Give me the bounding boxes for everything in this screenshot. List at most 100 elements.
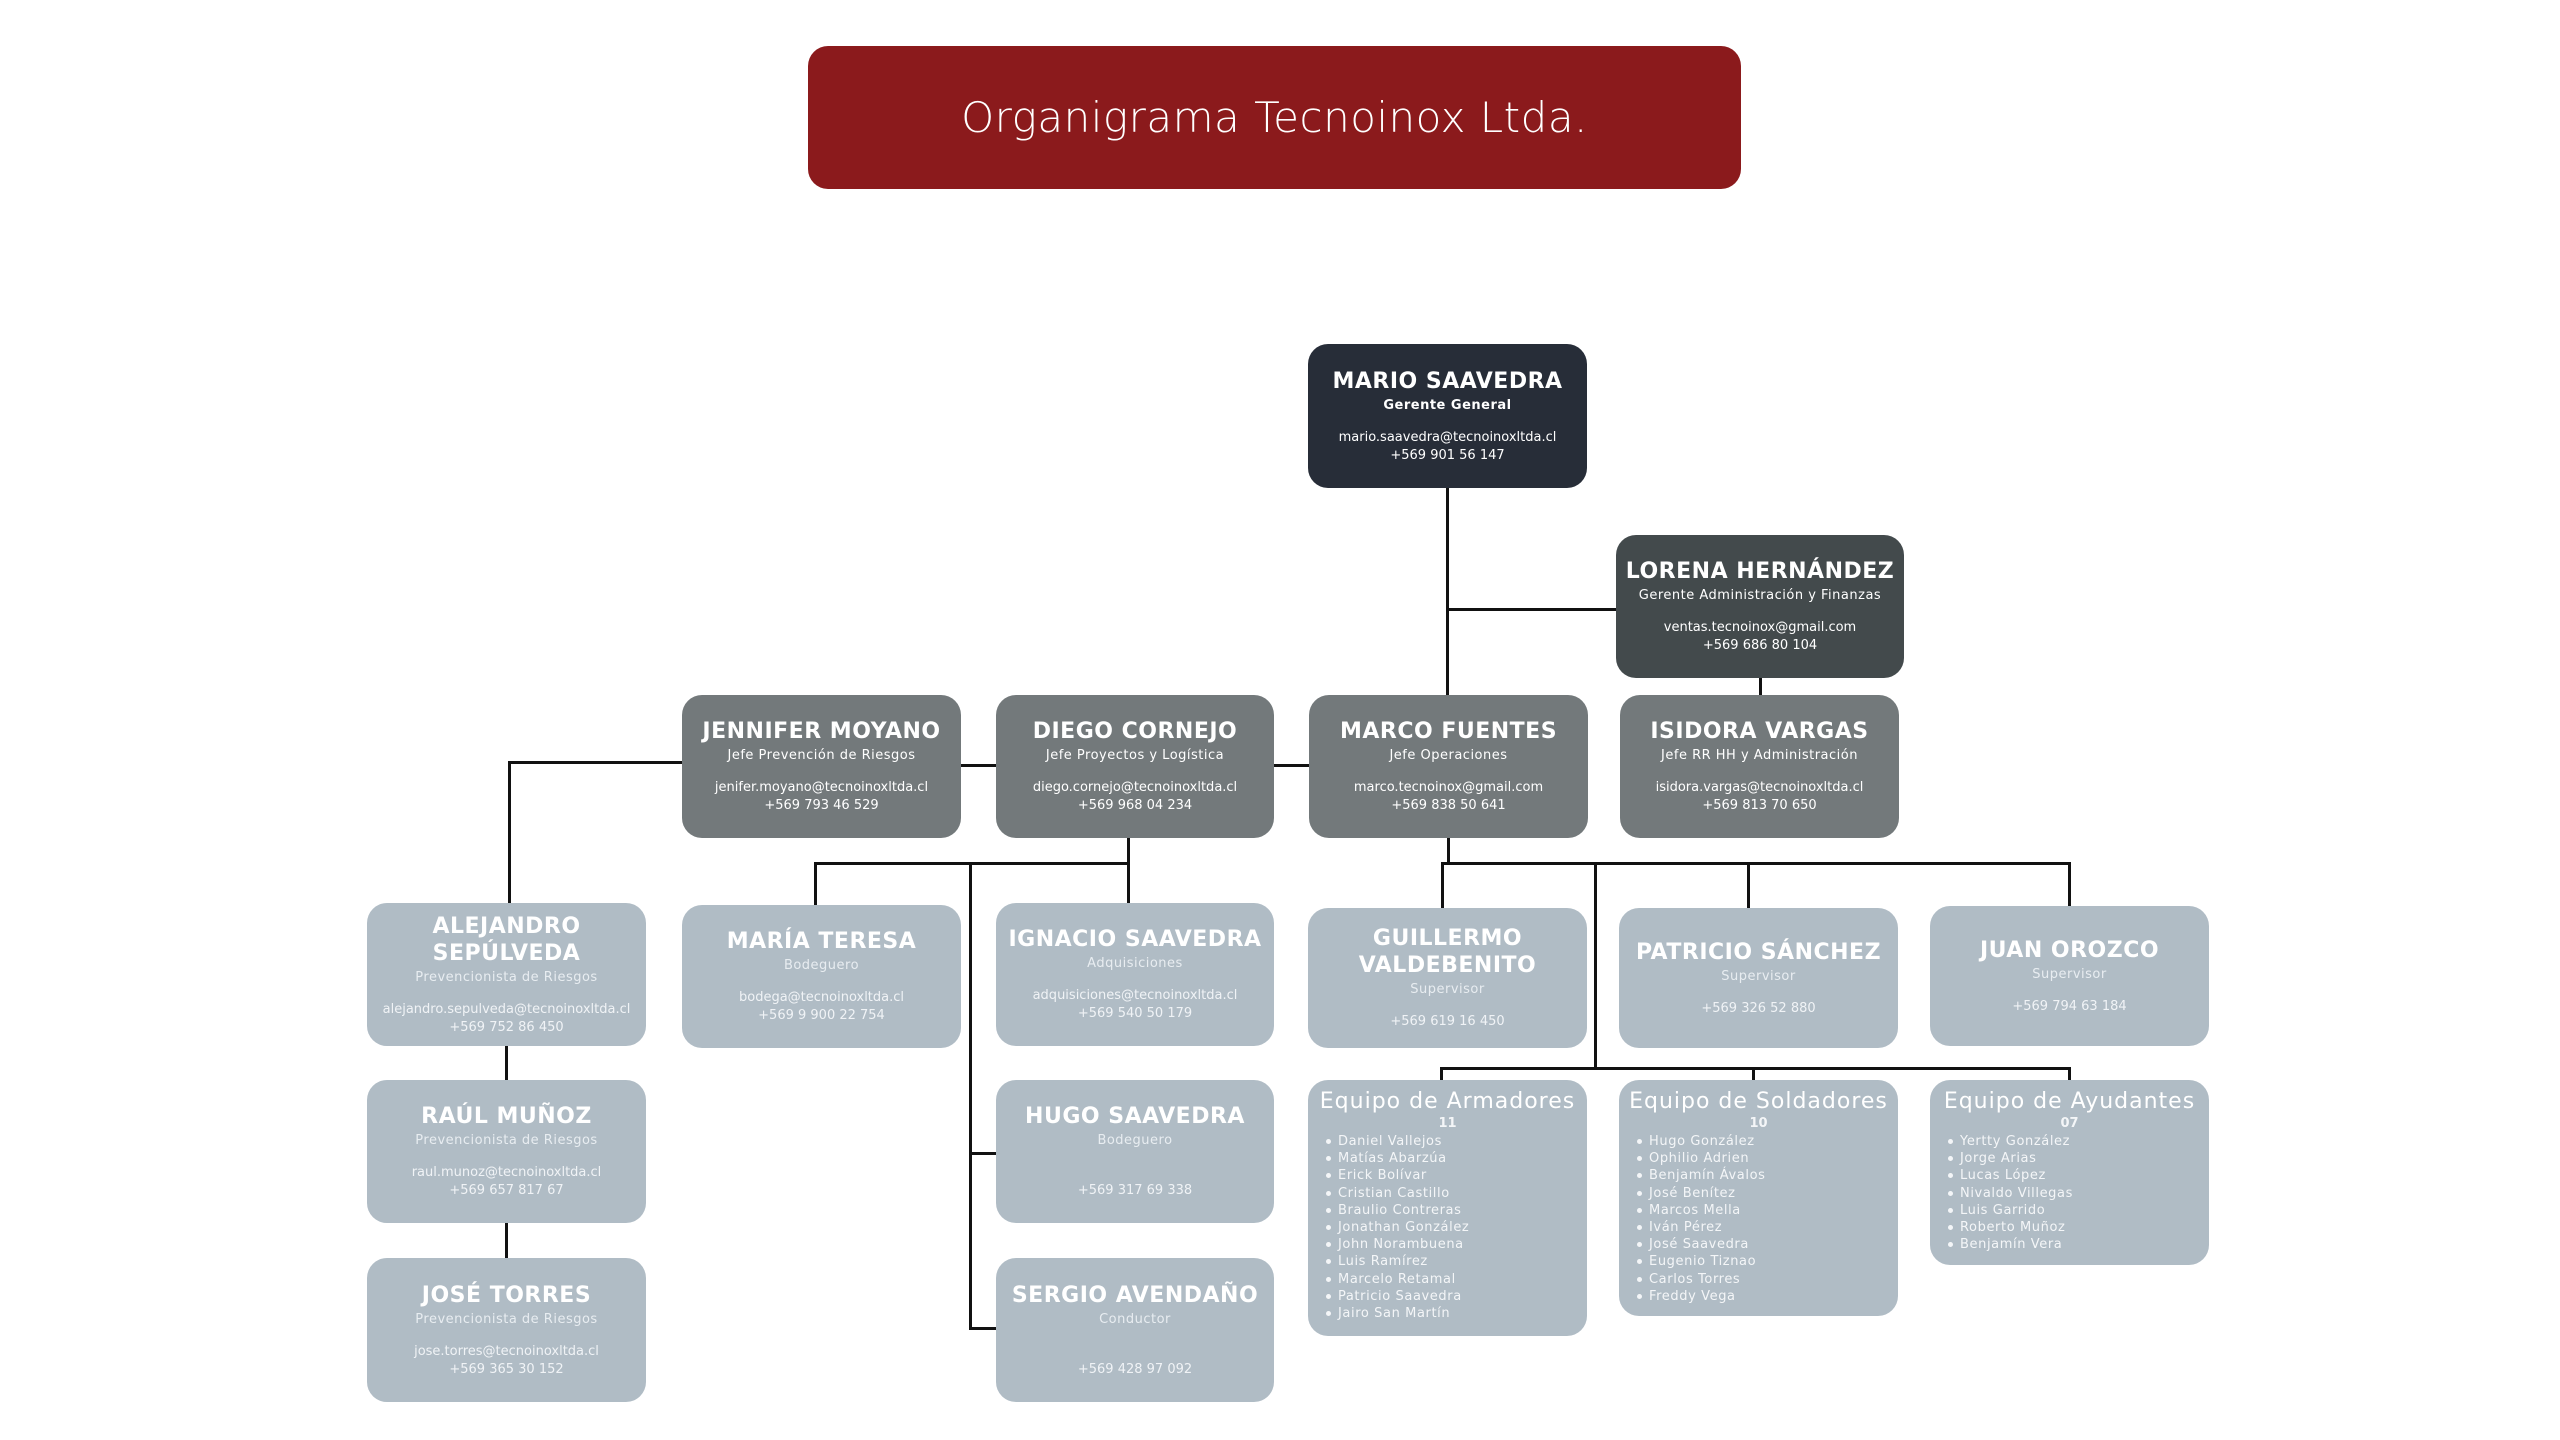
team-count: 07 xyxy=(2060,1116,2079,1131)
bullet-icon xyxy=(1326,1156,1331,1162)
bullet-icon xyxy=(1637,1139,1642,1144)
person-name: MARIO SAAVEDRA xyxy=(1332,368,1563,394)
person-name: SERGIO AVENDAÑO xyxy=(1011,1282,1259,1308)
card-head-hr-administration: ISIDORA VARGAS Jefe RR HH y Administraci… xyxy=(1620,695,1899,838)
bullet-icon xyxy=(1948,1225,1953,1231)
bullet-icon xyxy=(1948,1242,1953,1248)
team-member: Jorge Arias xyxy=(1948,1150,2209,1167)
team-member-name: Daniel Vallejos xyxy=(1338,1134,1442,1149)
team-member-name: Nivaldo Villegas xyxy=(1960,1185,2073,1201)
team-member: Freddy Vega xyxy=(1637,1288,1898,1305)
person-name: IGNACIO SAAVEDRA xyxy=(1008,927,1262,952)
connector xyxy=(2068,862,2071,906)
bullet-icon xyxy=(1948,1190,1953,1196)
connector xyxy=(508,761,682,764)
person-phone: +569 793 46 529 xyxy=(764,798,879,813)
team-member: Luis Ramírez xyxy=(1326,1253,1587,1270)
team-member: Marcos Mella xyxy=(1637,1202,1898,1219)
team-member: Roberto Muñoz xyxy=(1948,1219,2209,1236)
card-head-projects-logistics: DIEGO CORNEJO Jefe Proyectos y Logística… xyxy=(996,695,1274,838)
card-procurement: IGNACIO SAAVEDRA Adquisiciones adquisici… xyxy=(996,903,1274,1046)
bullet-icon xyxy=(1326,1139,1331,1144)
team-member-name: Cristian Castillo xyxy=(1338,1185,1450,1201)
connector xyxy=(1440,1067,2071,1070)
team-member-name: Roberto Muñoz xyxy=(1960,1220,2066,1236)
team-member-name: Marcos Mella xyxy=(1649,1202,1741,1218)
connector xyxy=(1446,488,1449,695)
team-member-name: Luis Garrido xyxy=(1960,1202,2046,1218)
card-head-operations: MARCO FUENTES Jefe Operaciones marco.tec… xyxy=(1309,695,1588,838)
person-role: Prevencionista de Riesgos xyxy=(415,1133,598,1148)
team-member: Cristian Castillo xyxy=(1326,1185,1587,1202)
bullet-icon xyxy=(1326,1207,1331,1213)
chart-title-banner: Organigrama Tecnoinox Ltda. xyxy=(808,46,1741,189)
person-phone: +569 752 86 450 xyxy=(449,1019,564,1035)
connector xyxy=(1759,678,1762,695)
team-member-name: Matías Abarzúa xyxy=(1338,1151,1447,1167)
person-phone: +569 326 52 880 xyxy=(1701,1000,1816,1016)
person-email: raul.munoz@tecnoinoxltda.cl xyxy=(411,1165,602,1180)
team-member: John Norambuena xyxy=(1326,1236,1587,1253)
team-count: 10 xyxy=(1749,1116,1768,1131)
team-member: Yertty González xyxy=(1948,1133,2209,1150)
person-email: ventas.tecnoinox@gmail.com xyxy=(1663,620,1857,635)
card-head-risk-prevention: JENNIFER MOYANO Jefe Prevención de Riesg… xyxy=(682,695,961,838)
connector xyxy=(969,1327,996,1330)
bullet-icon xyxy=(1326,1259,1331,1265)
person-role: Jefe Proyectos y Logística xyxy=(1045,748,1225,763)
team-member: Carlos Torres xyxy=(1637,1271,1898,1288)
person-email: jenifer.moyano@tecnoinoxltda.cl xyxy=(714,780,929,795)
person-phone: +569 657 817 67 xyxy=(449,1183,564,1198)
bullet-icon xyxy=(1326,1276,1331,1282)
person-email: alejandro.sepulveda@tecnoinoxltda.cl xyxy=(382,1001,631,1017)
person-email: bodega@tecnoinoxltda.cl xyxy=(738,990,905,1005)
team-member-name: Braulio Contreras xyxy=(1338,1202,1462,1218)
person-role: Gerente Administración y Finanzas xyxy=(1638,588,1882,603)
person-role: Jefe Operaciones xyxy=(1389,748,1508,763)
team-member-name: Jonathan González xyxy=(1338,1220,1470,1236)
team-member-name: Benjamín Vera xyxy=(1960,1237,2063,1253)
person-name: LORENA HERNÁNDEZ xyxy=(1625,559,1895,584)
team-member: Jairo San Martín xyxy=(1326,1305,1587,1322)
bullet-icon xyxy=(1326,1293,1331,1299)
person-email: marco.tecnoinox@gmail.com xyxy=(1353,780,1544,795)
bullet-icon xyxy=(1326,1190,1331,1196)
person-phone: +569 901 56 147 xyxy=(1390,447,1505,463)
person-phone: +569 317 69 338 xyxy=(1077,1183,1193,1198)
connector xyxy=(1594,862,1597,1068)
team-member: Luis Garrido xyxy=(1948,1202,2209,1219)
bullet-icon xyxy=(1326,1173,1331,1179)
connector xyxy=(1441,862,1444,908)
team-member-name: José Benítez xyxy=(1649,1185,1736,1201)
bullet-icon xyxy=(1637,1207,1642,1213)
person-role: Supervisor xyxy=(2032,966,2107,982)
connector xyxy=(814,862,1130,865)
person-name: JENNIFER MOYANO xyxy=(702,719,941,744)
person-role: Bodeguero xyxy=(783,958,860,973)
team-member-name: Lucas López xyxy=(1960,1168,2046,1184)
connector xyxy=(505,1223,508,1258)
person-role: Supervisor xyxy=(1410,982,1485,997)
team-member: Ophilio Adrien xyxy=(1637,1150,1898,1167)
card-general-manager: MARIO SAAVEDRA Gerente General mario.saa… xyxy=(1308,344,1587,488)
person-role: Jefe RR HH y Administración xyxy=(1661,748,1858,763)
person-name: JUAN OROZCO xyxy=(1979,937,2160,963)
person-email: jose.torres@tecnoinoxltda.cl xyxy=(414,1343,599,1359)
person-name: DIEGO CORNEJO xyxy=(1032,719,1238,744)
team-count: 11 xyxy=(1438,1116,1457,1131)
team-member-name: Freddy Vega xyxy=(1649,1288,1736,1304)
team-member: Nivaldo Villegas xyxy=(1948,1185,2209,1202)
team-member: Marcelo Retamal xyxy=(1326,1271,1587,1288)
card-risk-preventionist: ALEJANDRO SEPÚLVEDA Prevencionista de Ri… xyxy=(367,903,646,1046)
connector xyxy=(969,1152,996,1155)
person-role: Prevencionista de Riesgos xyxy=(415,969,598,985)
person-name: MARCO FUENTES xyxy=(1339,719,1558,744)
person-name: ISIDORA VARGAS xyxy=(1650,719,1869,744)
bullet-icon xyxy=(1326,1311,1331,1317)
bullet-icon xyxy=(1948,1139,1953,1144)
